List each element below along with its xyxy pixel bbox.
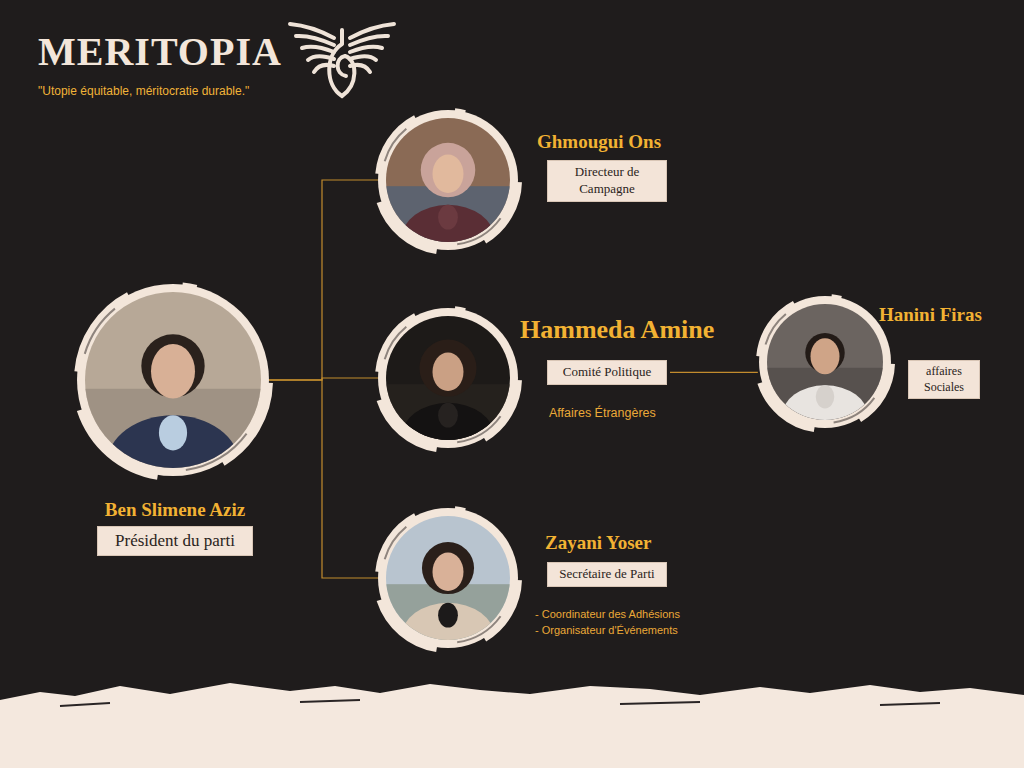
text-slot: Comité Politique [547,360,667,385]
person-body [402,603,495,671]
task-note: - Organisateur d'Événements [535,624,678,638]
brush-stroke [455,306,466,312]
brush-stroke [455,506,466,512]
person-node: Hanini Firas affaires Sociales [757,290,1007,430]
text-slot: Hammeda Amine [520,314,714,345]
portrait-frame [751,288,899,436]
portrait-frame [69,276,277,484]
portrait-photo [386,118,510,273]
person-body [782,385,869,449]
portrait-photo [85,292,261,512]
person-collar [438,603,458,628]
person-hair [419,340,476,397]
eagle-logo [290,24,394,96]
portrait-frame [370,500,526,656]
role-box: affaires Sociales [908,360,980,399]
person-face [811,338,840,374]
title-slot: MERITOPIA [38,32,282,72]
person-node: Ghmougui OnsDirecteur de Campagne [372,104,682,256]
person-node: Ben Slimene AzizPrésident du parti [70,280,282,580]
text-slot: affaires Sociales [908,360,980,399]
person-node: Hammeda AmineComité PolitiqueAffaires Ét… [372,302,742,454]
person-collar [816,385,835,408]
text-slot: Hanini Firas [879,304,982,327]
text-slot: Zayani Yoser [545,532,651,555]
person-collar [438,403,458,428]
person-hair [422,542,474,594]
portrait-photo [767,304,883,449]
text-slot: Secrétaire de Parti [547,562,667,587]
role-box: Comité Politique [547,360,667,385]
brush-stroke [182,282,197,288]
logo-wing [290,24,334,72]
brush-stroke [455,108,466,114]
text-slot: - Organisateur d'Événements [535,624,678,638]
person-name: Ben Slimene Aziz [70,499,280,522]
person-face [433,155,464,193]
torn-paper-edge [60,700,940,706]
text-slot: Directeur de Campagne [547,160,667,202]
text-slot: Président du parti [97,526,253,556]
person-face [151,344,195,399]
portrait-frame [370,102,526,258]
person-hair [141,334,204,397]
person-collar [159,415,187,450]
person-name: Zayani Yoser [545,532,651,555]
person-face [433,353,464,391]
portrait-photo [386,316,510,471]
torn-paper-band [0,683,1024,768]
person-face [433,553,464,591]
person-node: Zayani YoserSecrétaire de Parti - Coordin… [372,502,702,657]
person-body [402,403,495,471]
org-connector [269,380,378,578]
person-name: Hammeda Amine [520,314,714,345]
slogan: "Utopie équitable, méritocratie durable.… [38,84,249,98]
person-name: Ghmougui Ons [537,131,661,154]
logo-body [329,30,354,96]
role-box: Président du parti [97,526,253,556]
org-connector [269,180,378,380]
org-connector [670,372,758,373]
portrait-photo [386,516,510,671]
person-body [402,205,495,273]
role-box: Secrétaire de Parti [547,562,667,587]
task-note: - Coordinateur des Adhésions [535,608,680,622]
person-body [107,415,239,512]
text-slot: Ghmougui Ons [537,131,661,154]
text-slot: Ben Slimene Aziz [70,499,280,522]
role-box: Directeur de Campagne [547,160,667,202]
text-slot: Affaires Étrangères [549,406,656,422]
person-collar [438,205,458,230]
portrait-frame [370,300,526,456]
role-note: Affaires Étrangères [549,406,656,422]
label-slot: "Utopie équitable, méritocratie durable.… [38,84,249,98]
title: MERITOPIA [38,32,282,72]
text-slot: - Coordinateur des Adhésions [535,608,680,622]
brush-stroke [831,294,841,300]
person-name: Hanini Firas [879,304,982,327]
logo-wing [350,24,394,72]
person-hair [421,143,476,198]
